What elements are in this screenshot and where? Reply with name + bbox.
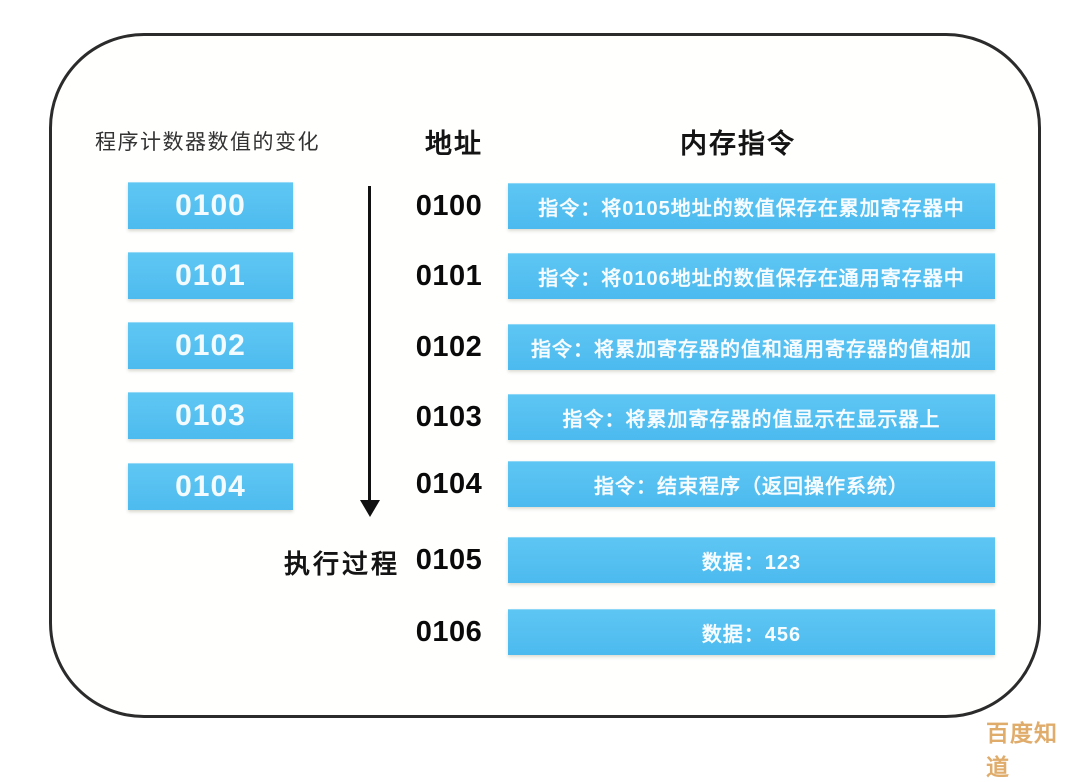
execution-process-label: 执行过程 <box>284 549 401 579</box>
pc-value-box: 0103 <box>128 392 293 439</box>
memory-cell: 指令：结束程序（返回操作系统） <box>508 461 995 507</box>
watermark-baidu-zhidao: 百度知道 <box>986 720 1058 780</box>
pc-column-title: 程序计数器数值的变化 <box>95 131 320 154</box>
memory-cell: 指令：将0105地址的数值保存在累加寄存器中 <box>508 183 995 229</box>
memory-row: 0102 指令：将累加寄存器的值和通用寄存器的值相加 <box>0 324 1080 370</box>
memory-row: 0103 指令：将累加寄存器的值显示在显示器上 <box>0 394 1080 440</box>
down-arrow-icon <box>368 186 371 502</box>
address-column-header: 地址 <box>425 129 483 159</box>
memory-cell: 数据：123 <box>508 537 995 583</box>
memory-cell: 指令：将累加寄存器的值显示在显示器上 <box>508 394 995 440</box>
memory-address: 0102 <box>415 331 483 363</box>
memory-cell: 指令：将0106地址的数值保存在通用寄存器中 <box>508 253 995 299</box>
memory-row: 0104 指令：结束程序（返回操作系统） <box>0 461 1080 507</box>
memory-address: 0105 <box>415 544 483 576</box>
memory-address: 0103 <box>415 401 483 433</box>
pc-value-box: 0100 <box>128 182 293 229</box>
memory-row: 0106 数据：456 <box>0 609 1080 655</box>
pc-value-box: 0101 <box>128 252 293 299</box>
pc-value-box: 0102 <box>128 322 293 369</box>
memory-cell: 数据：456 <box>508 609 995 655</box>
down-arrow-head-icon <box>360 500 380 517</box>
memory-instruction-column-header: 内存指令 <box>680 129 796 159</box>
memory-address: 0101 <box>415 260 483 292</box>
memory-cell: 指令：将累加寄存器的值和通用寄存器的值相加 <box>508 324 995 370</box>
memory-row: 0105 数据：123 <box>0 537 1080 583</box>
memory-row: 0101 指令：将0106地址的数值保存在通用寄存器中 <box>0 253 1080 299</box>
memory-address: 0104 <box>415 468 483 500</box>
memory-address: 0106 <box>415 616 483 648</box>
pc-value-box: 0104 <box>128 463 293 510</box>
diagram-frame <box>49 33 1041 718</box>
memory-row: 0100 指令：将0105地址的数值保存在累加寄存器中 <box>0 183 1080 229</box>
memory-address: 0100 <box>415 190 483 222</box>
